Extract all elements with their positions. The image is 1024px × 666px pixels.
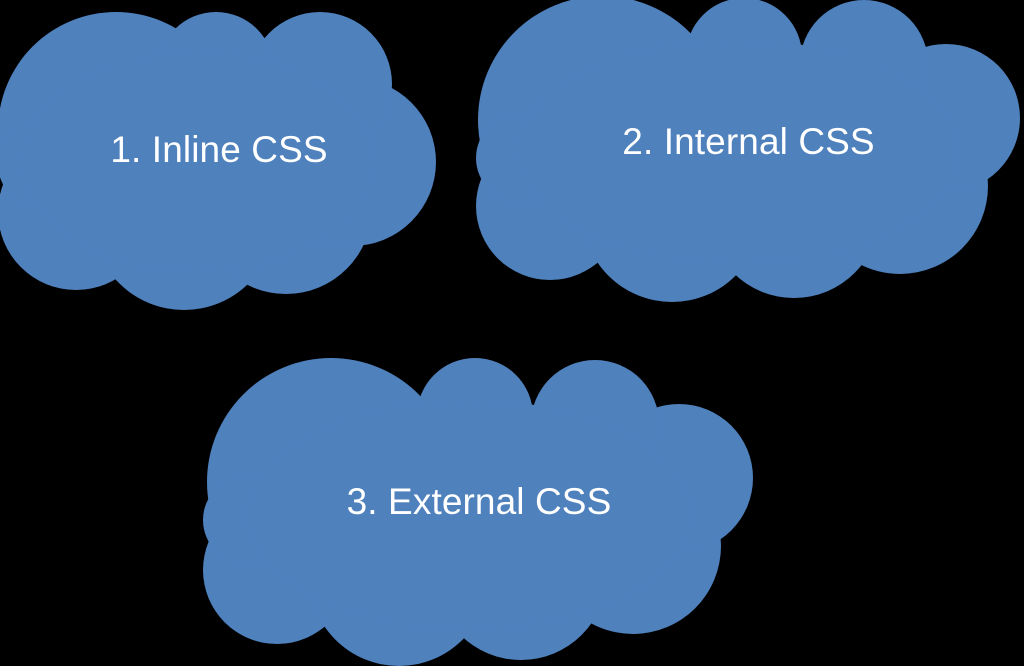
cloud-icon bbox=[476, 0, 1020, 302]
cloud-icon bbox=[203, 358, 753, 666]
cloud-lobes bbox=[476, 0, 1020, 302]
cloud-icon bbox=[0, 12, 436, 310]
cloud-lobes bbox=[203, 358, 753, 666]
cloud-body bbox=[23, 52, 373, 272]
cloud-shape-inline-css[interactable]: 1. Inline CSS bbox=[0, 12, 440, 310]
cloud-lobes bbox=[0, 12, 436, 310]
cloud-shape-internal-css[interactable]: 2. Internal CSS bbox=[476, 0, 1021, 302]
cloud-body bbox=[518, 40, 958, 264]
cloud-shape-external-css[interactable]: 3. External CSS bbox=[203, 358, 755, 666]
cloud-body bbox=[247, 400, 691, 628]
